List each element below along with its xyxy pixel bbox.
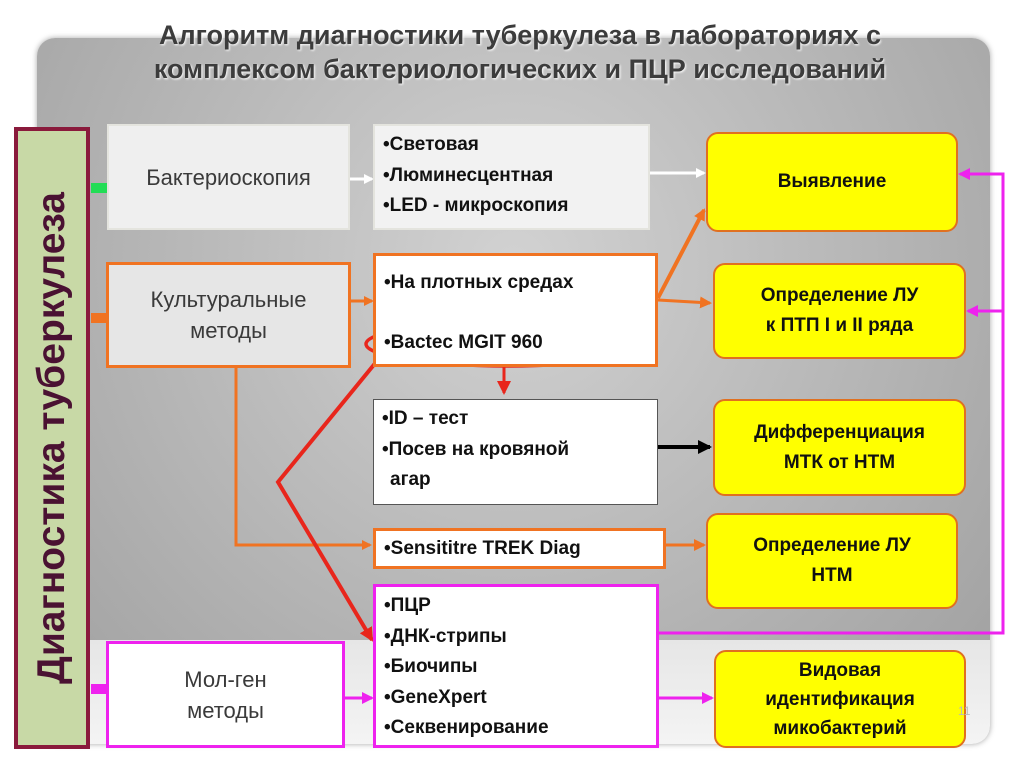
connector-tab-bacterioscopy [91,183,107,193]
list-item: •Световая [383,134,479,155]
list-item: •LED - микроскопия [383,195,569,216]
result-species-id: Видовая идентификация микобактерий [714,650,966,748]
result-ntm-line-2: НТМ [811,565,853,586]
list-item: агар [390,469,431,490]
molgen-label-line-1: Мол-ген [184,666,267,692]
list-item: •ID – тест [382,408,469,429]
title-line-1: Алгоритм диагностики туберкулеза в лабор… [158,20,882,50]
list-item: •ДНК-стрипы [384,625,507,647]
result-detection: Выявление [706,132,958,232]
bacterioscopy-label: Бактериоскопия [146,164,311,190]
title-line-2: комплексом бактериологических и ПЦР иссл… [153,54,887,84]
list-item: •Люминесцентная [383,164,554,186]
result-species-line-2: идентификация [765,688,915,710]
list-item: •ПЦР [384,595,431,616]
culture-label-line-1: Культуральные [150,287,307,312]
list-item: •Sensititre TREK Diag [384,538,581,559]
connector-tab-molgen [91,684,107,694]
slide-title: Алгоритм диагностики туберкулеза в лабор… [40,18,1000,86]
result-species-line-3: микобактерий [773,717,907,739]
culture-label-line-2: методы [190,318,267,343]
list-item: •На плотных средах [384,272,574,293]
culture-methods-box: Культуральные методы [106,262,351,368]
connector-tab-culture [91,313,107,323]
media-list: •На плотных средах •Bactec MGIT 960 [373,253,658,367]
result-dst-line-2: к ПТП I и II ряда [765,315,914,336]
result-ntm-dst: Определение ЛУ НТМ [706,513,958,609]
result-detection-text: Выявление [777,171,887,192]
list-item: •Bactec MGIT 960 [384,332,543,353]
page-number: 11 [958,704,971,718]
sensititre-box: •Sensititre TREK Diag [373,528,666,569]
vertical-diagnostics-label: Диагностика туберкулеза [14,127,90,749]
bacterioscopy-box: Бактериоскопия [107,124,350,230]
result-dst: Определение ЛУ к ПТП I и II ряда [713,263,966,359]
microscopy-list: •Световая •Люминесцентная •LED - микроск… [373,124,650,230]
list-item: •Секвенирование [384,717,549,738]
molgen-methods-box: Мол-ген методы [106,641,345,748]
list-item: •GeneXpert [384,686,487,708]
result-species-line-1: Видовая [798,659,882,681]
molecular-methods-list: •ПЦР •ДНК-стрипы •Биочипы •GeneXpert •Се… [373,584,659,748]
id-test-list: •ID – тест •Посев на кровяной агар [373,399,658,505]
result-differentiation: Дифференциация МТК от НТМ [713,399,966,496]
result-dst-line-1: Определение ЛУ [760,285,919,306]
list-item: •Посев на кровяной [382,438,570,460]
result-diff-line-1: Дифференциация [754,421,925,443]
result-ntm-line-1: Определение ЛУ [753,535,911,556]
list-item: •Биочипы [384,656,478,677]
molgen-label-line-2: методы [187,697,264,723]
result-diff-line-2: МТК от НТМ [783,451,896,473]
